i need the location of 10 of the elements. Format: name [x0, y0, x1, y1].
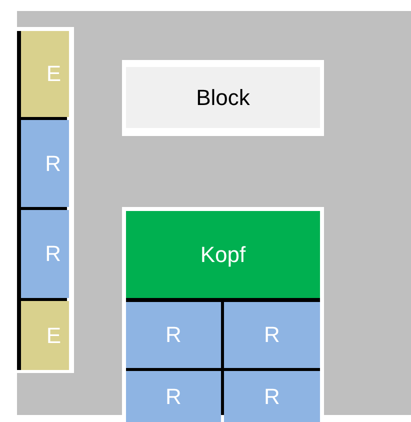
register-cell: R	[126, 371, 221, 422]
register-cell: R	[224, 371, 320, 422]
register-cell: R	[21, 210, 69, 298]
end-cell: E	[21, 31, 69, 117]
register-cell: R	[126, 302, 221, 368]
header-cell: Kopf	[126, 211, 320, 298]
end-cell: E	[21, 301, 69, 370]
register-cell: R	[21, 120, 69, 207]
block-box: Block	[126, 67, 320, 128]
register-cell: R	[224, 302, 320, 368]
